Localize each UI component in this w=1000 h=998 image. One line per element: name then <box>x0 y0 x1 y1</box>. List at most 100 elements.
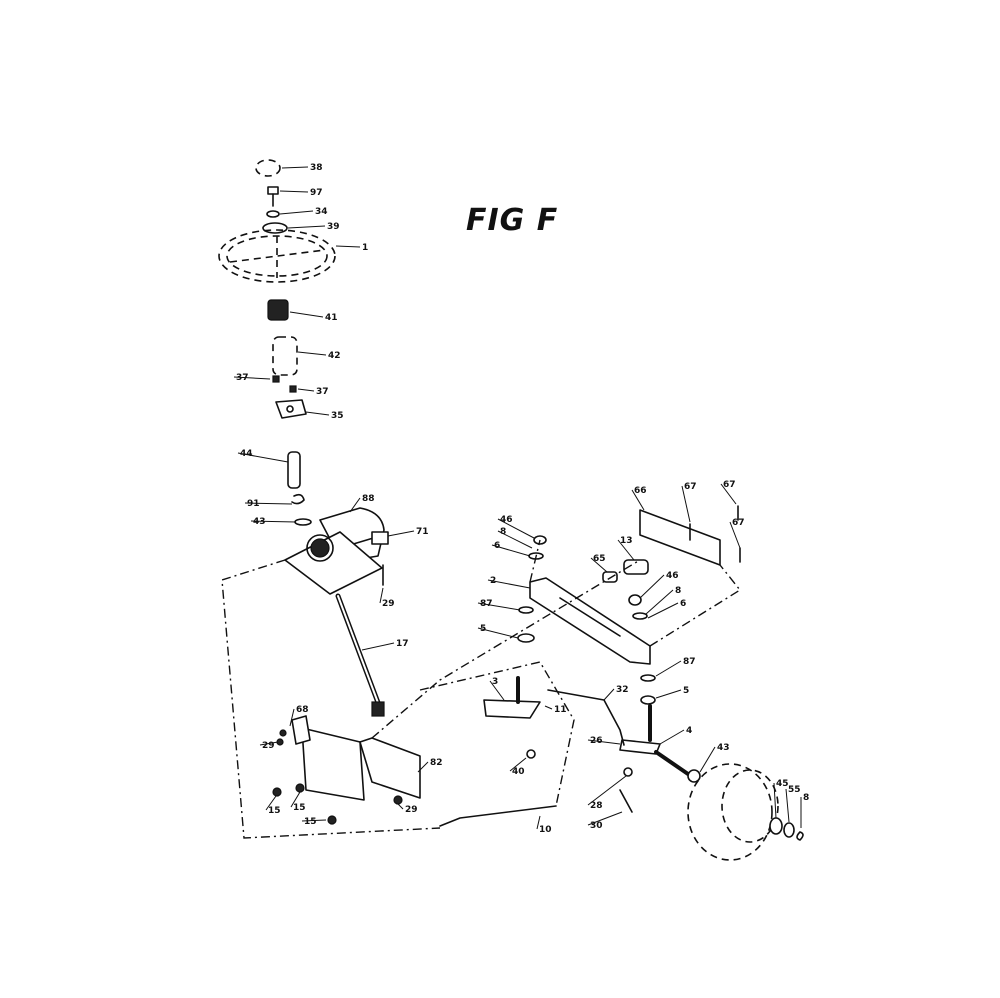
axle-spacer-left <box>518 606 534 614</box>
callout-leader-91 <box>244 502 293 505</box>
callout-leader-38 <box>281 166 309 169</box>
callout-label-8: 8 <box>803 793 809 803</box>
callout-label-67: 67 <box>723 480 736 490</box>
wheel-washer-55 <box>783 822 795 838</box>
callout-label-44: 44 <box>240 449 253 459</box>
callout-leader-5 <box>477 627 519 639</box>
callout-label-29: 29 <box>405 805 418 815</box>
steering-column-assembly <box>218 159 389 717</box>
callout-label-87: 87 <box>480 599 493 609</box>
callout-leader-15 <box>265 795 277 811</box>
callout-leader-44 <box>237 452 289 463</box>
callout-leader-5 <box>655 689 682 699</box>
callout-label-29: 29 <box>262 741 275 751</box>
callout-label-43: 43 <box>717 743 730 753</box>
column-bracket-hole <box>286 405 294 413</box>
callout-leader-46 <box>639 574 665 599</box>
ref-line-middle <box>419 661 575 807</box>
gear-bracket-tab <box>371 531 389 545</box>
callout-label-11: 11 <box>554 705 567 715</box>
callout-leader-8 <box>645 589 674 615</box>
steering-cap <box>255 159 281 177</box>
callout-leader-65 <box>590 557 608 573</box>
callout-label-6: 6 <box>680 599 686 609</box>
callout-label-45: 45 <box>776 779 789 789</box>
callout-label-87: 87 <box>683 657 696 667</box>
front-wheel-rim <box>721 769 779 843</box>
steering-support-plate <box>301 727 365 801</box>
callout-label-37: 37 <box>236 373 249 383</box>
callout-leader-26 <box>587 739 621 745</box>
steering-bracket-assembly <box>272 715 557 827</box>
callout-label-55: 55 <box>788 785 801 795</box>
spring-clip <box>291 493 305 505</box>
plate-tab <box>291 715 311 745</box>
axle-bushing-right <box>640 695 656 705</box>
steering-wheel-spoke <box>229 249 326 263</box>
callout-leader-32 <box>603 688 615 701</box>
callout-leader-10 <box>536 815 541 830</box>
callout-leader-2 <box>487 579 531 589</box>
callout-label-68: 68 <box>296 705 309 715</box>
callout-leader-29 <box>259 741 279 746</box>
nut-15-left <box>272 787 282 797</box>
callout-leader-29 <box>379 587 384 604</box>
lock-washer <box>266 210 280 218</box>
steering-adapter <box>267 299 289 321</box>
callout-label-13: 13 <box>620 536 633 546</box>
callout-leader-82 <box>417 761 429 773</box>
callout-label-97: 97 <box>310 188 323 198</box>
screw-right <box>289 385 297 393</box>
wheel-washer-43 <box>687 769 701 783</box>
bolt-68 <box>279 729 287 737</box>
front-axle-assembly <box>483 505 741 813</box>
spindle-right-axle <box>654 750 690 776</box>
callout-label-38: 38 <box>310 163 323 173</box>
callout-leader-29 <box>397 803 404 810</box>
pivot-pin <box>602 571 618 583</box>
callout-leader-6 <box>647 602 679 619</box>
axle-bushing-left <box>517 633 535 643</box>
drag-link-end <box>371 701 385 717</box>
callout-label-3: 3 <box>492 677 498 687</box>
nut-40 <box>526 749 536 759</box>
callout-label-30: 30 <box>590 821 603 831</box>
callout-leader-35 <box>305 411 330 416</box>
shaft-washer <box>294 518 312 526</box>
callout-leader-4 <box>659 729 685 745</box>
pivot-tube <box>623 559 649 575</box>
callout-leader-87 <box>655 660 682 677</box>
pinion-bearing <box>306 534 334 562</box>
callout-label-46: 46 <box>666 571 679 581</box>
callout-leader-46 <box>497 518 535 539</box>
figure-title: FIG F <box>466 203 558 238</box>
front-axle <box>529 577 651 665</box>
callout-leader-37 <box>233 376 271 380</box>
callout-label-5: 5 <box>480 624 486 634</box>
callout-label-65: 65 <box>593 554 606 564</box>
front-axle-rib <box>559 597 621 637</box>
callout-leader-3 <box>489 680 505 701</box>
callout-label-40: 40 <box>512 767 525 777</box>
callout-label-10: 10 <box>539 825 552 835</box>
nut-29-right <box>393 795 403 805</box>
pinion-gear <box>310 538 330 558</box>
callout-leader-67 <box>681 485 691 523</box>
callout-leader-71 <box>387 530 415 537</box>
steering-sleeve <box>272 336 298 376</box>
axle-spacer-right <box>640 674 656 682</box>
callout-leader-42 <box>297 351 327 356</box>
callout-label-82: 82 <box>430 758 443 768</box>
callout-label-37: 37 <box>316 387 329 397</box>
callout-label-1: 1 <box>362 243 368 253</box>
steering-drag-link-highlight <box>337 595 381 709</box>
front-wheel-assembly <box>687 763 804 861</box>
callout-label-15: 15 <box>293 803 306 813</box>
callout-label-46: 46 <box>500 515 513 525</box>
callout-leader-37 <box>297 388 315 392</box>
callout-label-91: 91 <box>247 499 260 509</box>
washer-28 <box>623 767 633 777</box>
callout-label-4: 4 <box>686 726 692 736</box>
callout-label-41: 41 <box>325 313 338 323</box>
